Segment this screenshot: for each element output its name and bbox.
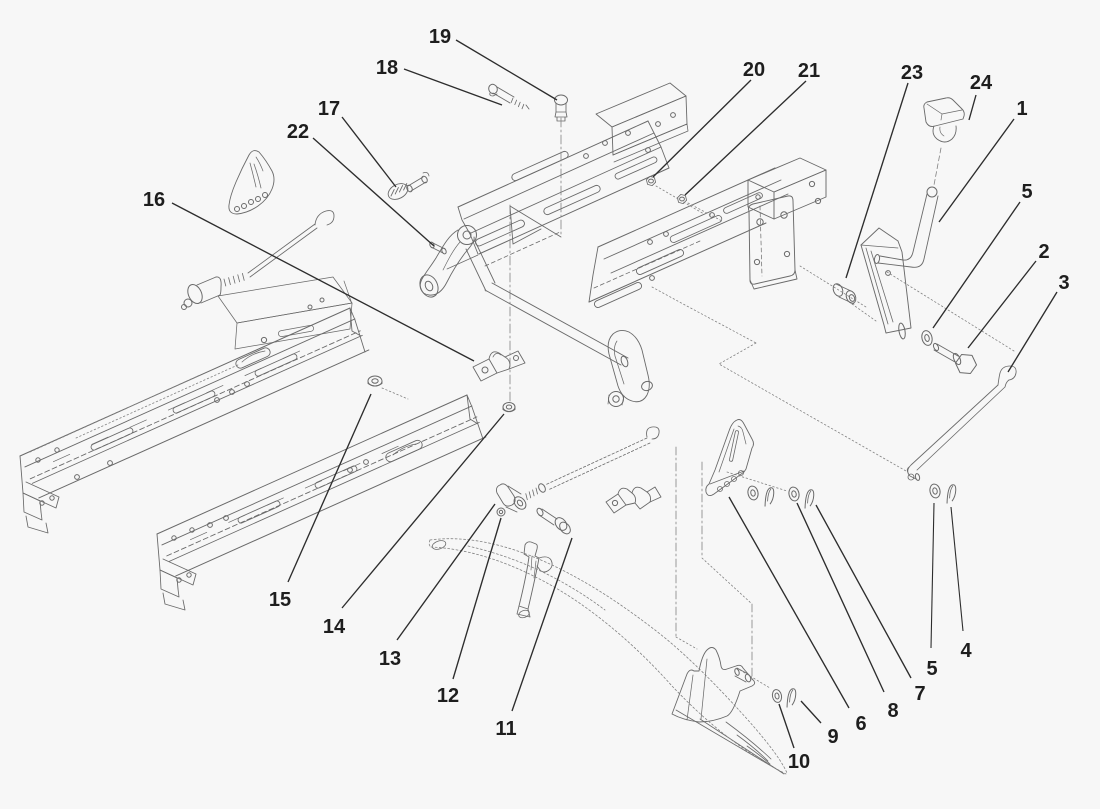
svg-text:5: 5 <box>926 658 937 680</box>
svg-text:11: 11 <box>495 718 516 740</box>
svg-text:22: 22 <box>287 121 309 143</box>
svg-text:2: 2 <box>1038 241 1049 263</box>
svg-text:18: 18 <box>376 57 398 79</box>
svg-text:13: 13 <box>379 648 401 670</box>
svg-text:1: 1 <box>1016 98 1027 120</box>
svg-text:19: 19 <box>429 26 451 48</box>
svg-text:8: 8 <box>887 700 898 722</box>
svg-text:17: 17 <box>318 98 340 120</box>
svg-text:14: 14 <box>323 616 346 638</box>
svg-text:10: 10 <box>788 751 810 773</box>
svg-text:9: 9 <box>827 726 838 748</box>
svg-text:21: 21 <box>798 60 820 82</box>
svg-text:4: 4 <box>960 640 972 662</box>
svg-text:20: 20 <box>743 59 765 81</box>
svg-text:7: 7 <box>914 683 925 705</box>
svg-text:16: 16 <box>143 189 165 211</box>
svg-text:12: 12 <box>437 685 459 707</box>
svg-text:24: 24 <box>970 72 993 94</box>
svg-text:5: 5 <box>1021 181 1032 203</box>
svg-text:15: 15 <box>269 589 291 611</box>
svg-text:6: 6 <box>855 713 866 735</box>
svg-text:3: 3 <box>1058 272 1069 294</box>
svg-text:23: 23 <box>901 62 923 84</box>
